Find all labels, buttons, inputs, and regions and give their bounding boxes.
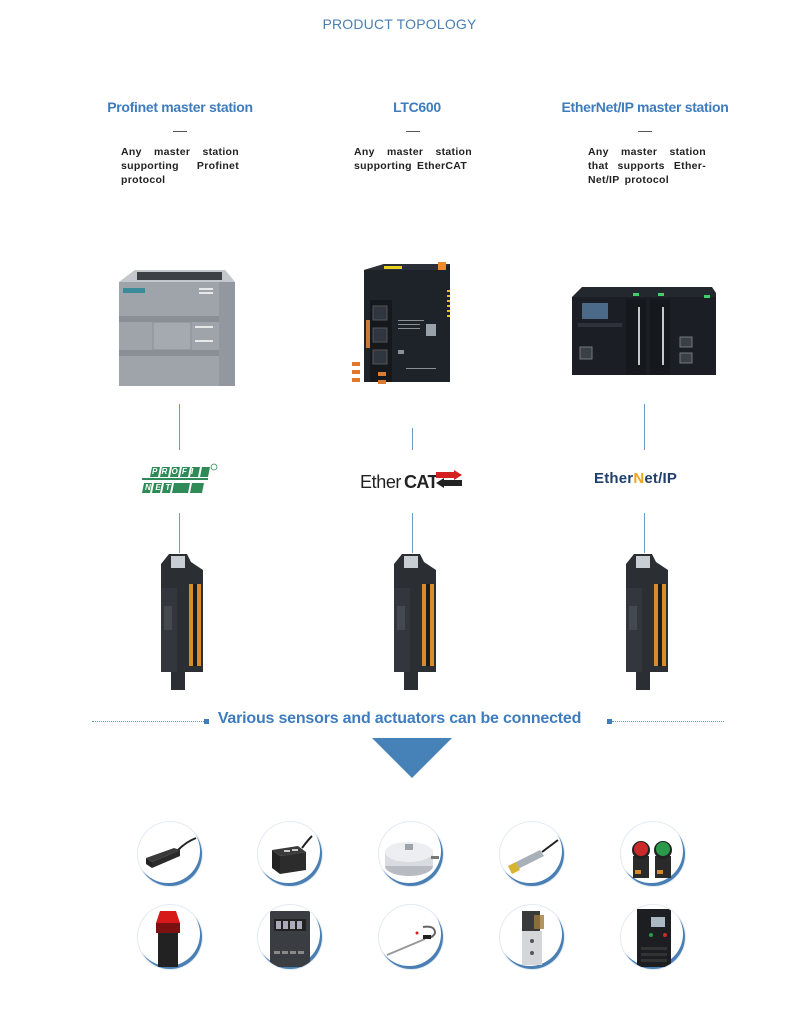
device-push-buttons <box>621 822 685 886</box>
connector-line <box>644 513 645 553</box>
io-module-image <box>626 554 668 690</box>
siemens-plc-image <box>119 270 235 386</box>
ethercat-logo: Ether CAT <box>360 470 464 496</box>
keyence-plc-image <box>572 287 716 375</box>
page-title: PRODUCT TOPOLOGY <box>322 16 477 32</box>
ethercat-arrow-icon <box>436 470 462 488</box>
ltc600-column-title: LTC600 <box>393 99 441 115</box>
ltc600-controller-image <box>352 262 450 384</box>
ethercat-description: Any master station supporting EtherCAT <box>354 146 472 172</box>
temperature-controller-icon <box>270 911 310 967</box>
device-thermocouple-probe <box>379 905 443 969</box>
profinet-logo: PROFI NET <box>138 463 220 497</box>
io-module-image <box>161 554 203 690</box>
device-indicator-light <box>138 905 202 969</box>
ethernetip-description: Any master station that supports Ether-N… <box>588 146 706 186</box>
connector-line <box>644 404 645 450</box>
section-title: Various sensors and actuators can be con… <box>217 710 582 727</box>
divider-marker <box>607 719 612 724</box>
dotted-divider-left <box>92 721 204 722</box>
inductive-sensor-icon <box>508 839 559 874</box>
device-frequency-inverter <box>621 905 685 969</box>
device-photoelectric-sensor <box>258 822 322 886</box>
push-buttons-icon <box>632 841 672 878</box>
ethernetip-logo-ether: Ether <box>594 470 634 487</box>
ethernetip-column-title: EtherNet/IP master station <box>561 99 729 115</box>
connector-line <box>412 428 413 450</box>
device-magnetic-proximity-sensor <box>138 822 202 886</box>
ethercat-logo-ether: Ether <box>360 472 402 492</box>
title-divider <box>638 131 652 132</box>
profinet-logo-text-top: PROFI <box>152 467 198 476</box>
dotted-divider-right <box>612 721 724 722</box>
thermocouple-probe-icon <box>386 925 437 956</box>
io-module-image <box>394 554 436 690</box>
profinet-logo-text-bottom: NET <box>145 483 175 492</box>
divider-marker <box>204 719 209 724</box>
device-solenoid-valve <box>500 905 564 969</box>
indicator-light-icon <box>156 911 180 967</box>
load-cell-icon <box>385 842 439 876</box>
device-temperature-controller <box>258 905 322 969</box>
ethernetip-logo: EtherNet/IP <box>594 470 698 492</box>
device-inductive-proximity-sensor <box>500 822 564 886</box>
magnetic-sensor-icon <box>146 837 197 868</box>
connector-line <box>179 513 180 553</box>
ethercat-logo-cat: CAT <box>404 472 438 492</box>
connector-line <box>412 513 413 553</box>
title-divider <box>406 131 420 132</box>
connector-line <box>179 404 180 450</box>
frequency-inverter-icon <box>637 909 671 967</box>
device-load-cell <box>379 822 443 886</box>
ethernetip-logo-rest: et/IP <box>644 470 678 487</box>
photoelectric-sensor-icon <box>272 835 313 874</box>
title-divider <box>173 131 187 132</box>
profinet-description: Any master station supporting Profinet p… <box>121 146 239 186</box>
ethernetip-logo-n: N <box>633 470 645 487</box>
down-arrow-icon <box>372 738 452 778</box>
solenoid-valve-icon <box>522 911 544 965</box>
profinet-column-title: Profinet master station <box>107 99 253 115</box>
